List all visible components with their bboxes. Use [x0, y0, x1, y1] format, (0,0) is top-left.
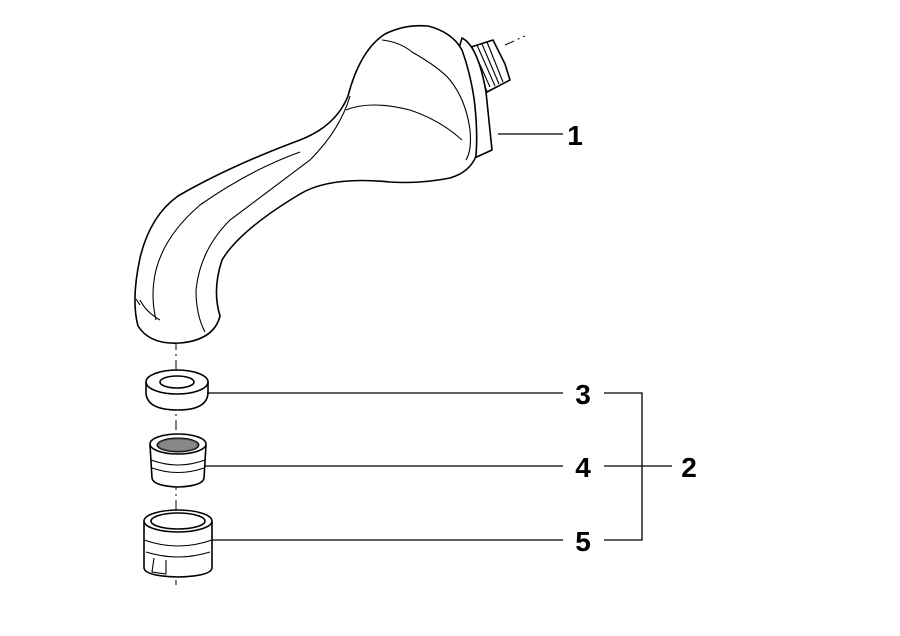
- callout-1-label: 1: [567, 120, 583, 151]
- callout-4-label: 4: [575, 452, 591, 483]
- leader-lines: [204, 133, 672, 541]
- spout-part: [134, 24, 511, 344]
- callout-3-label: 3: [575, 379, 591, 410]
- callout-2-label: 2: [681, 452, 697, 483]
- washer-part: [145, 369, 209, 411]
- aerator-housing-part: [143, 509, 213, 578]
- callout-5-label: 5: [575, 526, 591, 557]
- aerator-insert-part: [149, 433, 207, 488]
